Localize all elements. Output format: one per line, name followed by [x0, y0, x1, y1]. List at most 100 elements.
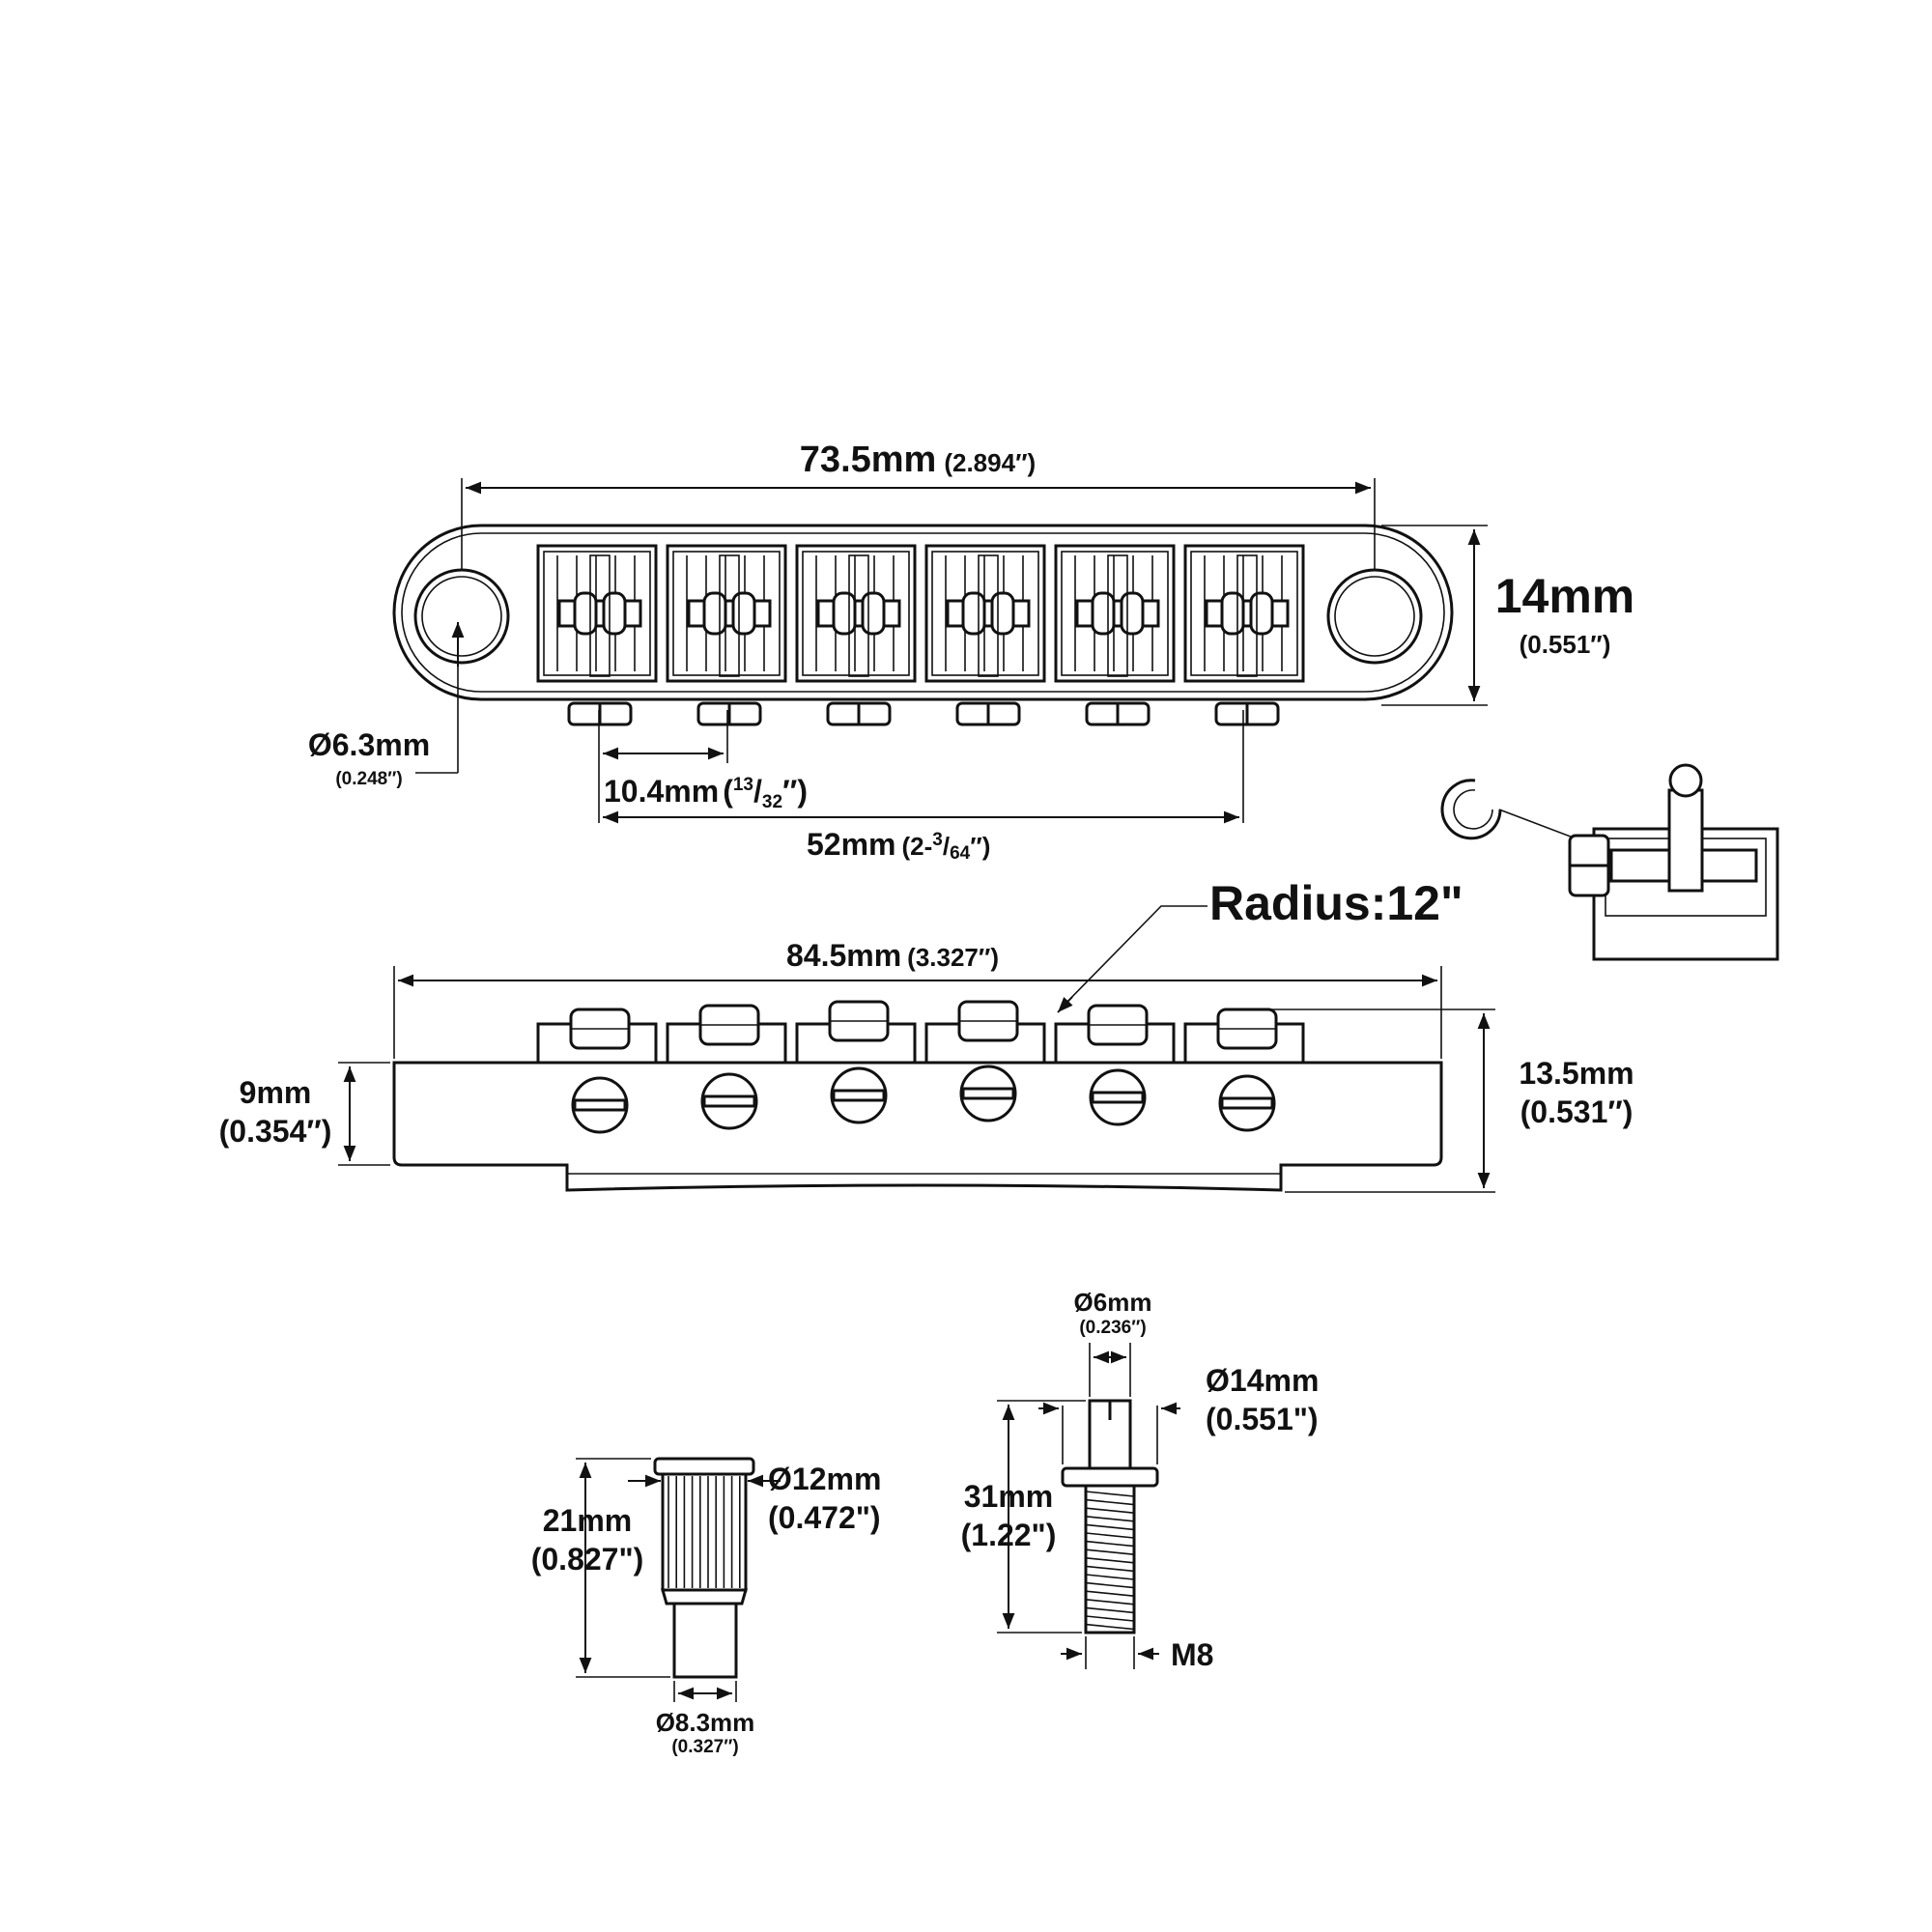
stud-top-in: (0.236″) — [1079, 1318, 1146, 1338]
side-screw-slot-5 — [1091, 1091, 1145, 1104]
stud-thread-line-3 — [1085, 1507, 1135, 1514]
stud-thread-line-4 — [1085, 1516, 1135, 1522]
saddle-group-top — [536, 544, 1305, 726]
saddle-top-roller-left-5 — [1091, 591, 1116, 636]
saddle-top-crossbar-6 — [1205, 599, 1290, 628]
saddle-top-slot-5 — [1107, 554, 1128, 677]
side-screw-slot-1 — [573, 1098, 627, 1112]
top-height-mm: 14mm — [1495, 569, 1635, 623]
saddle-top-slot-3 — [848, 554, 869, 677]
top-length-dimension: 73.5mm(2.894″) — [461, 440, 1376, 570]
stud-thread-line-2 — [1085, 1498, 1135, 1506]
stud-thread-line-1 — [1085, 1491, 1135, 1497]
radius-leader — [1059, 905, 1208, 1010]
saddle-top-roller-right-5 — [1120, 591, 1145, 636]
bushing-head-in: (0.472") — [768, 1500, 881, 1535]
stud-length-mm: 31mm — [964, 1479, 1054, 1514]
top-height-in: (0.551″) — [1520, 630, 1611, 659]
stud-flange — [1061, 1466, 1159, 1488]
top-height-dimension: 14mm (0.551″) — [1381, 525, 1635, 706]
side-total-height-dimension: 13.5mm (0.531″) — [1265, 1009, 1634, 1193]
saddle-top-roller-right-3 — [861, 591, 886, 636]
bridge-side-view — [392, 1000, 1443, 1192]
stud-flange-dimension: Ø14mm (0.551") — [1038, 1363, 1319, 1464]
stud-thread-line-9 — [1085, 1557, 1135, 1564]
saddle-detail-string-notch — [1668, 763, 1703, 798]
saddle-top-crossbar-4 — [946, 599, 1031, 628]
stud-thread-line-10 — [1085, 1565, 1135, 1573]
bushing-knurl-lines — [668, 1476, 741, 1588]
top-length-label: 73.5mm(2.894″) — [800, 440, 1036, 480]
right-mounting-hole-inner — [1334, 576, 1415, 657]
side-screw-slot-2 — [702, 1094, 756, 1108]
stud-part — [1061, 1399, 1159, 1634]
saddle-top-roller-right-2 — [731, 591, 756, 636]
bushing-knurled-body — [661, 1472, 748, 1592]
hole-diameter-in: (0.248″) — [335, 769, 402, 789]
bushing-height-in: (0.827") — [531, 1542, 644, 1577]
stud-thread-line-14 — [1085, 1599, 1135, 1605]
stud-thread-line-15 — [1085, 1606, 1135, 1614]
stud-top-dimension: Ø6mm (0.236″) — [1074, 1288, 1152, 1397]
bushing-taper — [661, 1588, 748, 1605]
hole-diameter-callout: Ø6.3mm (0.248″) — [308, 622, 465, 789]
saddle-top-frame-inner-2 — [672, 551, 781, 676]
saddle-group-side — [536, 1000, 1305, 1134]
saddle-top-crossbar-1 — [557, 599, 642, 628]
saddle-detail-view — [1440, 763, 1779, 961]
radius-callout: Radius:12" — [1057, 876, 1463, 1013]
side-screw-slot-6 — [1220, 1096, 1274, 1110]
bridge-top-body-inner-edge — [401, 532, 1445, 693]
hole-diameter-mm: Ø6.3mm — [308, 727, 430, 762]
bushing-shank-in: (0.327″) — [671, 1737, 738, 1757]
stud-thread-line-17 — [1085, 1623, 1135, 1631]
body-height-mm: 9mm — [240, 1075, 312, 1110]
saddle-top-roller-left-3 — [832, 591, 857, 636]
bridge-side-body — [392, 1061, 1443, 1192]
radius-label: Radius:12" — [1209, 876, 1463, 930]
saddle-top-frame-inner-5 — [1061, 551, 1169, 676]
retaining-clip-inner — [1453, 789, 1493, 830]
saddle-top-slot-4 — [978, 554, 999, 677]
saddle-detail-saddle-block — [1667, 788, 1704, 893]
stud-length-in: (1.22") — [961, 1518, 1057, 1552]
side-screw-slot-4 — [961, 1087, 1015, 1100]
bushing-part — [653, 1457, 755, 1679]
stud-thread-lines — [1085, 1491, 1135, 1631]
saddle-top-roller-left-4 — [961, 591, 986, 636]
saddle-top-crossbar-5 — [1075, 599, 1160, 628]
radius-leader-arrow — [1057, 996, 1073, 1013]
stud-length-dimension: 31mm (1.22") — [961, 1400, 1086, 1634]
stud-thread-line-6 — [1085, 1532, 1135, 1539]
saddle-top-roller-left-2 — [702, 591, 727, 636]
stud-thread-line-12 — [1085, 1581, 1135, 1589]
body-height-in: (0.354″) — [219, 1114, 332, 1149]
bushing-flange — [653, 1457, 755, 1476]
stud-thread-line-11 — [1085, 1574, 1135, 1580]
spacing-label: 10.4mm(13/32″) — [604, 774, 808, 812]
saddle-top-roller-left-6 — [1220, 591, 1245, 636]
stud-top-mm: Ø6mm — [1074, 1288, 1152, 1317]
side-screw-slot-3 — [832, 1089, 886, 1102]
stud-thread-label: M8 — [1171, 1637, 1213, 1672]
saddle-top-slot-6 — [1236, 554, 1258, 677]
saddle-top-crossbar-3 — [816, 599, 901, 628]
bushing-shank-dimension: Ø8.3mm (0.327″) — [656, 1681, 755, 1757]
bushing-height-dimension: 21mm (0.827") — [531, 1458, 670, 1678]
bushing-shank — [672, 1602, 738, 1679]
saddle-top-slot-1 — [589, 554, 611, 677]
saddle-top-frame-inner-3 — [802, 551, 910, 676]
bushing-shank-mm: Ø8.3mm — [656, 1708, 755, 1737]
side-body-height-dimension: 9mm (0.354″) — [219, 1062, 390, 1166]
bushing-head-dimension: Ø12mm (0.472") — [628, 1462, 881, 1535]
saddle-top-roller-right-4 — [990, 591, 1015, 636]
stud-flange-mm: Ø14mm — [1206, 1363, 1319, 1398]
stud-thread-dimension: M8 — [1061, 1636, 1213, 1672]
bushing-head-mm: Ø12mm — [768, 1462, 881, 1496]
saddle-top-frame-inner-6 — [1190, 551, 1298, 676]
stud-flange-in: (0.551") — [1206, 1402, 1319, 1436]
saddle-top-roller-right-6 — [1249, 591, 1274, 636]
bushing-height-mm: 21mm — [543, 1503, 633, 1538]
total-height-mm: 13.5mm — [1519, 1056, 1634, 1091]
